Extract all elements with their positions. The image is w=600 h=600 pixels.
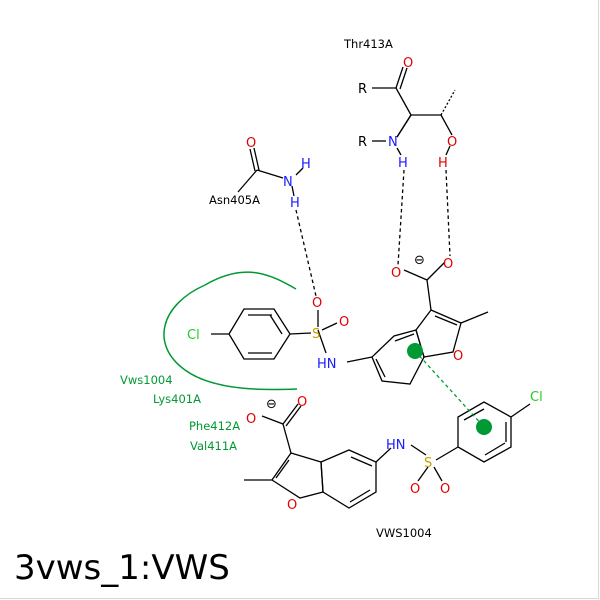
ring-centroid-lower	[476, 419, 492, 435]
atom-r-bottom: R	[358, 135, 367, 150]
label-asn405a: Asn405A	[209, 193, 260, 207]
atom-n-asn: N	[283, 175, 293, 190]
atom-o-sulfonyl-upper-2: O	[339, 315, 349, 330]
atom-o-carbonyl-thr: O	[403, 56, 413, 71]
asn405a-residue	[237, 147, 304, 197]
lower-benzofuran	[244, 403, 392, 509]
ring-centroid-upper	[407, 343, 423, 359]
atom-h-asn-1: H	[301, 157, 311, 172]
atom-h-asn-2: H	[290, 196, 300, 211]
atom-h-thr-n: H	[398, 156, 408, 171]
atom-o-thr-hydroxyl: O	[447, 135, 457, 150]
atom-o-sulfonyl-upper-1: O	[312, 296, 322, 311]
lower-sulfonamide	[410, 401, 531, 482]
atom-o-carboxyl-1: O	[391, 266, 401, 281]
atom-cl-lower: Cl	[530, 390, 543, 405]
atom-r-top: R	[358, 82, 367, 97]
atom-hn-lower: HN	[386, 438, 406, 453]
upper-benzofuran	[346, 261, 489, 385]
atom-h-thr-o: H	[438, 156, 448, 171]
label-vws1004-ligand: VWS1004	[376, 526, 432, 540]
atom-o-carboxyl-4: O	[297, 395, 307, 410]
label-vws1004: Vws1004	[120, 373, 173, 387]
diagram-title: 3vws_1:VWS	[14, 548, 230, 588]
atom-o-asn: O	[246, 136, 256, 151]
hydrophobic-contact-arc	[163, 271, 298, 391]
charge-lower: ⊖	[266, 397, 277, 412]
atom-o-furan-lower: O	[287, 498, 297, 513]
label-lys401a: Lys401A	[153, 392, 201, 406]
upper-sulfonamide	[211, 308, 338, 360]
thr413a-residue	[372, 66, 456, 156]
atom-s-upper: S	[312, 327, 320, 342]
atom-o-carboxyl-2: O	[443, 257, 453, 272]
hydrogen-bonds	[295, 169, 451, 297]
atom-o-sulfonyl-lower-1: O	[410, 482, 420, 497]
label-val411a: Val411A	[190, 439, 237, 453]
atom-cl-upper: Cl	[187, 328, 200, 343]
atom-o-furan-upper: O	[453, 349, 463, 364]
atom-n-thr: N	[388, 135, 398, 150]
atom-s-lower: S	[424, 456, 432, 471]
atom-hn-upper: HN	[317, 357, 337, 372]
label-phe412a: Phe412A	[189, 419, 240, 433]
label-thr413a: Thr413A	[343, 37, 393, 51]
charge-upper: ⊖	[414, 253, 425, 268]
pi-stacking	[407, 343, 492, 435]
atom-o-carboxyl-3: O	[246, 412, 256, 427]
atom-o-sulfonyl-lower-2: O	[440, 482, 450, 497]
